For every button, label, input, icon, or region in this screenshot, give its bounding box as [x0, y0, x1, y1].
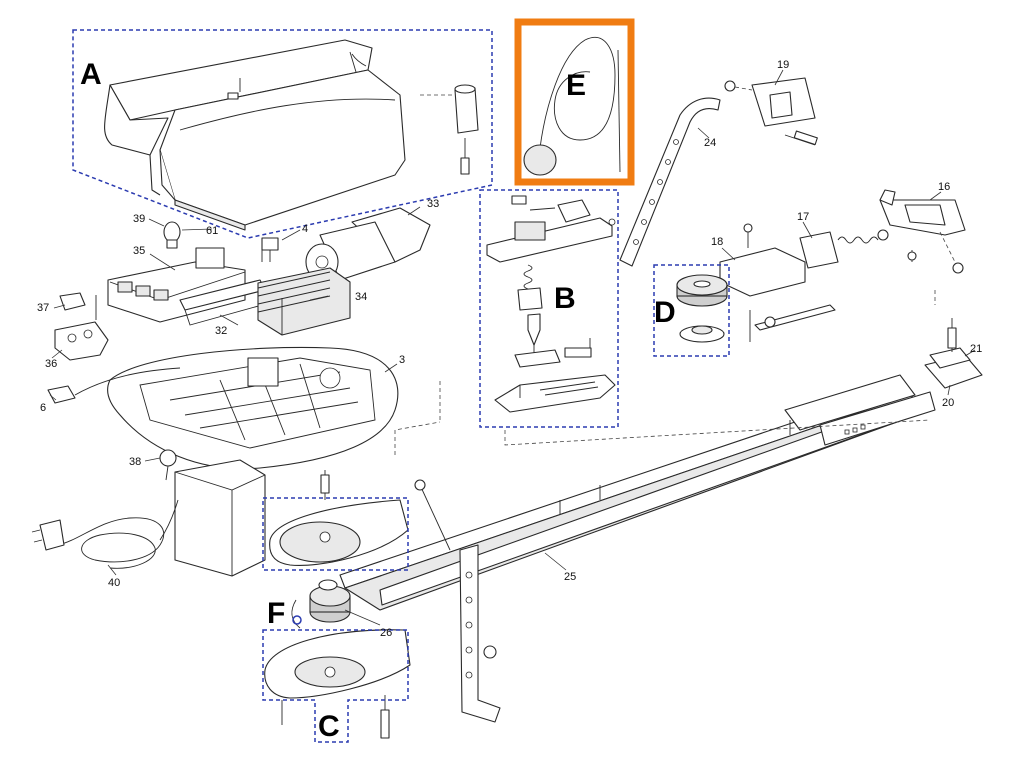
- part-number-19: 19: [777, 59, 789, 71]
- base-plate[interactable]: [107, 346, 399, 470]
- part-number-33: 33: [427, 198, 439, 210]
- idler-pulley-d[interactable]: [676, 274, 728, 343]
- power-cord[interactable]: [31, 499, 179, 569]
- part-number-20: 20: [942, 397, 954, 409]
- part-number-17: 17: [797, 211, 809, 223]
- tension-spring-17[interactable]: [799, 229, 917, 269]
- rail-support-20[interactable]: [924, 318, 983, 389]
- group-label-d: D: [654, 296, 676, 329]
- part-number-3: 3: [399, 354, 405, 366]
- part-number-6: 6: [40, 402, 46, 414]
- part-number-40: 40: [108, 577, 120, 589]
- group-b-box: [479, 189, 619, 428]
- control-board[interactable]: [107, 247, 266, 326]
- terminal-block[interactable]: [54, 292, 109, 361]
- part-number-4: 4: [302, 223, 308, 235]
- door-arm-24[interactable]: [619, 97, 721, 267]
- group-label-e: E: [566, 69, 586, 102]
- power-supply-box[interactable]: [159, 449, 266, 577]
- trolley-assembly[interactable]: [486, 195, 616, 413]
- lower-drive-cover[interactable]: [264, 629, 411, 739]
- door-bracket-19[interactable]: [724, 77, 818, 146]
- connector-4[interactable]: [261, 237, 279, 262]
- group-d-box: [653, 264, 730, 357]
- main-rail[interactable]: [339, 374, 936, 611]
- group-label-f: F: [267, 597, 285, 630]
- mounting-bracket-25[interactable]: [414, 479, 501, 723]
- header-bracket-16[interactable]: [879, 189, 966, 274]
- part-number-21: 21: [970, 343, 982, 355]
- group-label-c: C: [318, 710, 340, 743]
- part-number-24: 24: [704, 137, 716, 149]
- group-label-b: B: [554, 282, 576, 315]
- part-number-25: 25: [564, 571, 576, 583]
- part-number-37: 37: [37, 302, 49, 314]
- part-number-34: 34: [355, 291, 367, 303]
- part-number-36: 36: [45, 358, 57, 370]
- group-f-marker: [292, 615, 302, 625]
- lamp-bulb[interactable]: [163, 221, 181, 249]
- part-number-32: 32: [215, 325, 227, 337]
- group-label-a: A: [80, 58, 102, 91]
- upper-drive-cover[interactable]: [269, 470, 409, 566]
- part-number-61: 61: [206, 225, 218, 237]
- part-number-39: 39: [133, 213, 145, 225]
- part-number-35: 35: [133, 245, 145, 257]
- transformer[interactable]: [257, 267, 351, 336]
- part-number-18: 18: [711, 236, 723, 248]
- group-c-box: [262, 497, 409, 743]
- group-e-highlight-box: [514, 18, 635, 186]
- emergency-release-cord[interactable]: [523, 37, 621, 176]
- part-number-26: 26: [380, 627, 392, 639]
- part-number-38: 38: [129, 456, 141, 468]
- guide-lines: [49, 69, 976, 626]
- part-number-16: 16: [938, 181, 950, 193]
- cover-assembly[interactable]: [104, 39, 479, 231]
